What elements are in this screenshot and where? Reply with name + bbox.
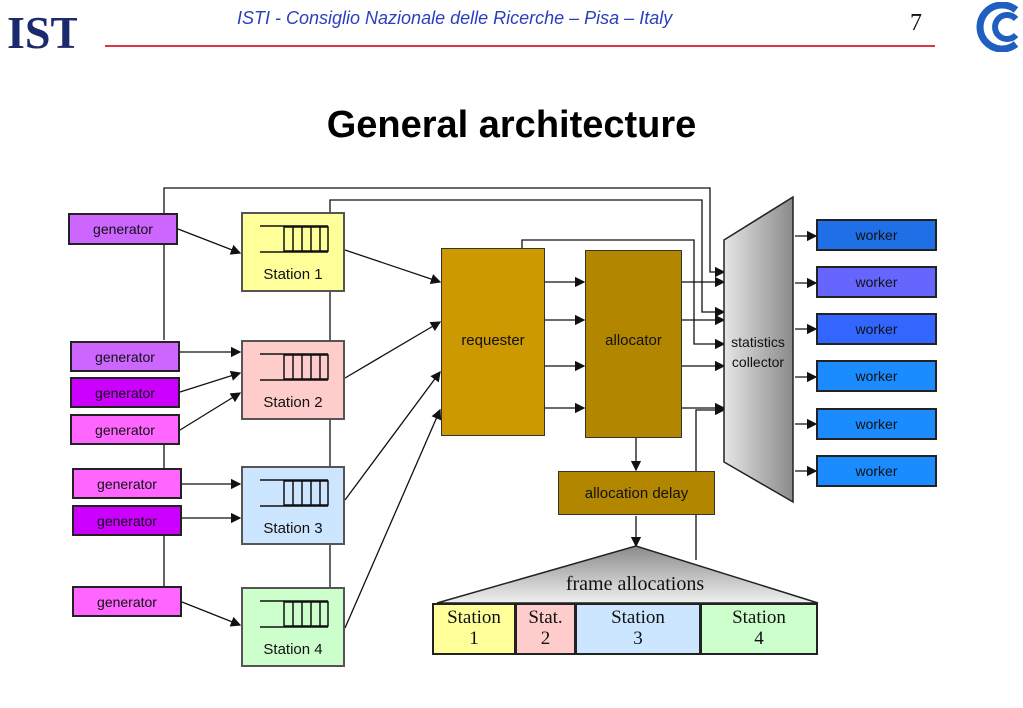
station-1: Station 1 bbox=[241, 212, 345, 292]
generator-label: generator bbox=[97, 475, 157, 492]
queue-icon bbox=[260, 479, 329, 507]
generator-label: generator bbox=[97, 593, 157, 610]
frame-cell-line2: 4 bbox=[754, 628, 764, 649]
frame-cell-station-2: Stat. 2 bbox=[515, 603, 576, 655]
worker-5: worker bbox=[816, 408, 937, 440]
station-label: Station 1 bbox=[263, 266, 323, 283]
frame-cell-station-3: Station 3 bbox=[575, 603, 701, 655]
queue-icon bbox=[260, 353, 329, 381]
frame-cell-line1: Station bbox=[447, 607, 501, 628]
station-label: Station 4 bbox=[263, 641, 323, 658]
worker-label: worker bbox=[855, 227, 898, 243]
statistics-collector-label: statistics collector bbox=[718, 332, 798, 372]
frame-cell-line2: 3 bbox=[633, 628, 643, 649]
station-label: Station 3 bbox=[263, 520, 323, 537]
generator-label: generator bbox=[95, 348, 155, 365]
page-title: General architecture bbox=[326, 104, 697, 146]
worker-label: worker bbox=[855, 416, 898, 432]
statistics-label-line2: collector bbox=[731, 354, 785, 370]
header-rule bbox=[105, 45, 935, 47]
generator-label: generator bbox=[95, 421, 155, 438]
generator-1: generator bbox=[68, 213, 178, 245]
frame-cell-station-1: Station 1 bbox=[432, 603, 516, 655]
statistics-collector-shape bbox=[723, 195, 794, 504]
cnr-logo-icon bbox=[966, 1, 1022, 53]
generator-3: generator bbox=[70, 377, 180, 408]
generator-6: generator bbox=[72, 505, 182, 536]
worker-label: worker bbox=[855, 274, 898, 290]
frame-allocations-label: frame allocations bbox=[565, 573, 705, 595]
frame-cell-line1: Stat. bbox=[528, 607, 563, 628]
generator-5: generator bbox=[72, 468, 182, 499]
queue-icon bbox=[260, 600, 329, 628]
station-3: Station 3 bbox=[241, 466, 345, 545]
worker-1: worker bbox=[816, 219, 937, 251]
station-label: Station 2 bbox=[263, 394, 323, 411]
worker-label: worker bbox=[855, 463, 898, 479]
allocation-delay-box: allocation delay bbox=[558, 471, 715, 515]
frame-cell-line2: 2 bbox=[540, 628, 551, 649]
frame-cell-line1: Station bbox=[611, 607, 665, 628]
worker-3: worker bbox=[816, 313, 937, 345]
station-2: Station 2 bbox=[241, 340, 345, 420]
generator-label: generator bbox=[93, 221, 153, 237]
generator-label: generator bbox=[95, 384, 155, 401]
generator-label: generator bbox=[97, 512, 157, 529]
allocation-delay-label: allocation delay bbox=[584, 484, 689, 502]
requester-label: requester bbox=[461, 332, 525, 349]
frame-cell-station-4: Station 4 bbox=[700, 603, 818, 655]
statistics-label-line1: statistics bbox=[731, 334, 785, 350]
generator-4: generator bbox=[70, 414, 180, 445]
worker-6: worker bbox=[816, 455, 937, 487]
worker-4: worker bbox=[816, 360, 937, 392]
worker-label: worker bbox=[855, 368, 898, 384]
allocator-label: allocator bbox=[605, 332, 662, 349]
header-title: ISTI - Consiglio Nazionale delle Ricerch… bbox=[237, 8, 673, 28]
frame-cell-line1: Station bbox=[732, 607, 786, 628]
page-number: 7 bbox=[910, 10, 922, 36]
allocator-box: allocator bbox=[585, 250, 682, 438]
frame-cell-line2: 1 bbox=[469, 628, 479, 649]
requester-box: requester bbox=[441, 248, 545, 436]
generator-2: generator bbox=[70, 341, 180, 372]
worker-label: worker bbox=[855, 321, 898, 337]
queue-icon bbox=[260, 225, 329, 253]
station-4: Station 4 bbox=[241, 587, 345, 667]
worker-2: worker bbox=[816, 266, 937, 298]
generator-7: generator bbox=[72, 586, 182, 617]
